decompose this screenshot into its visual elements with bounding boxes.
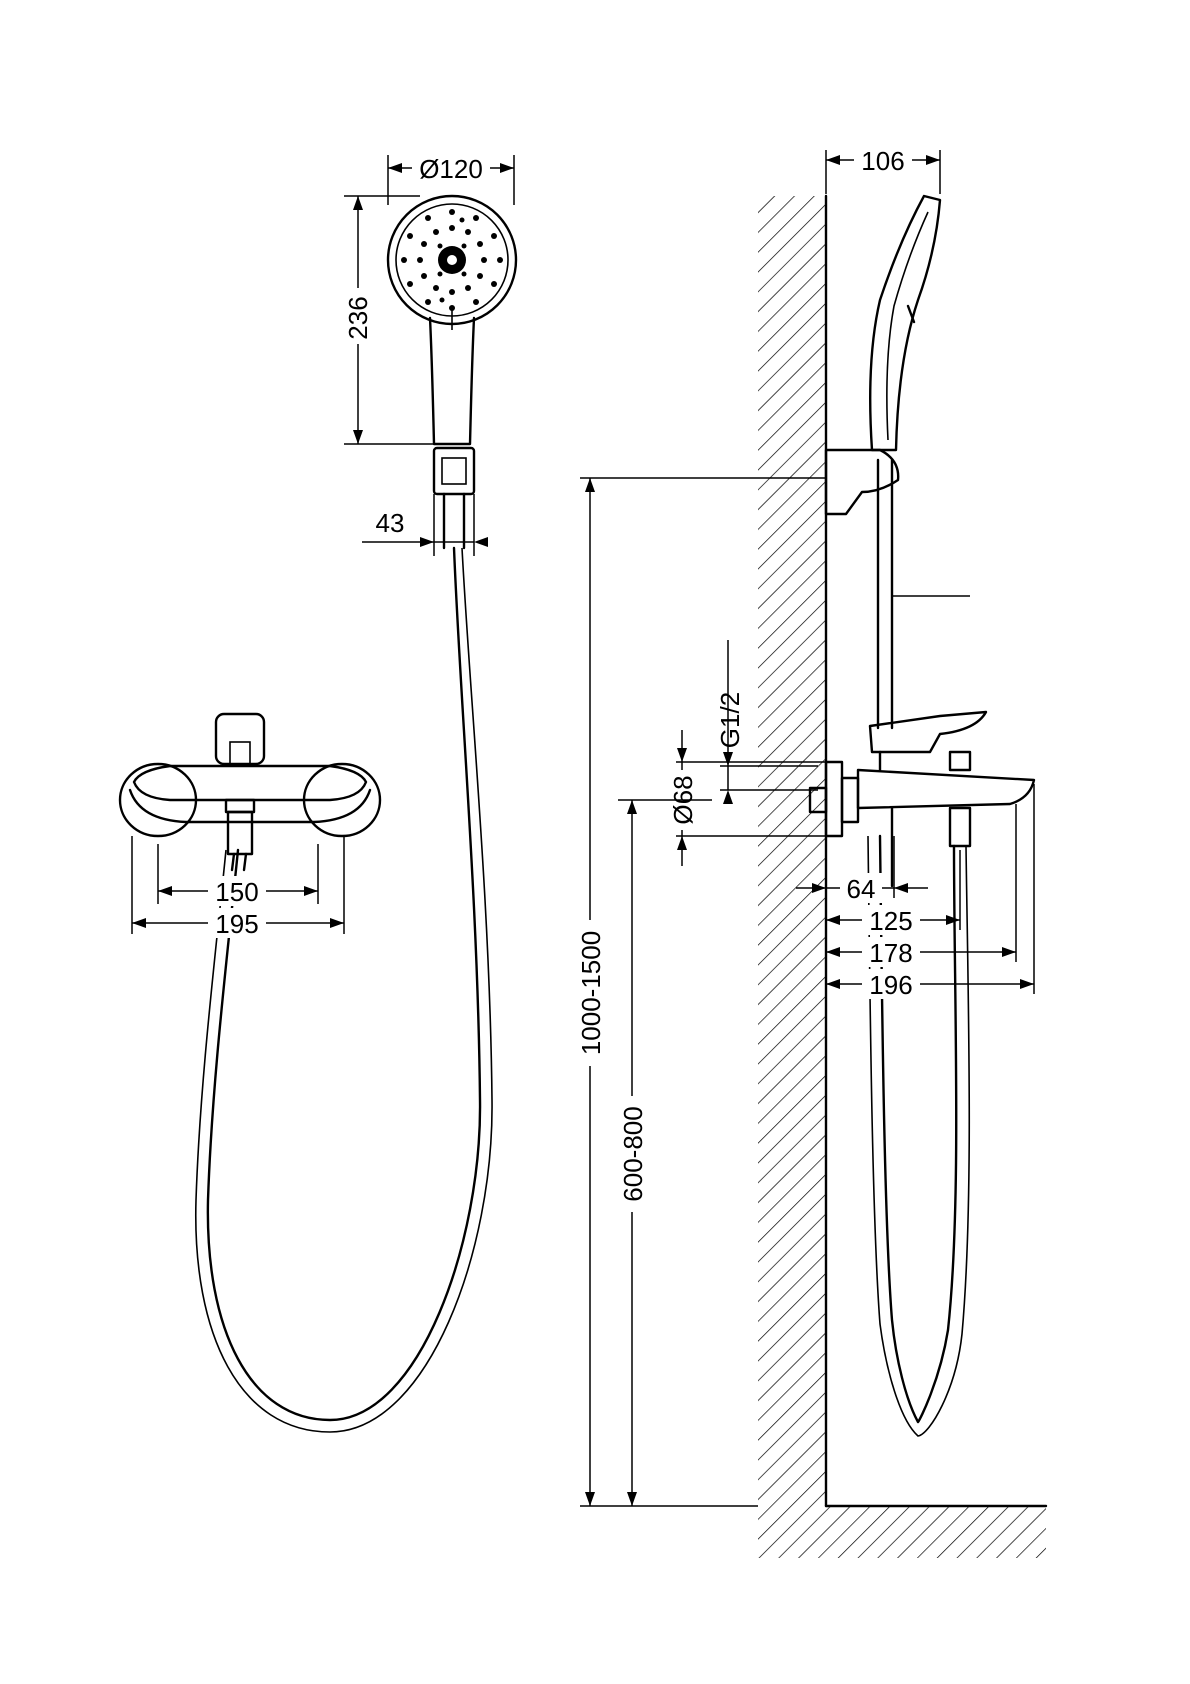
- dim-label-showerhead-diameter: Ø120: [419, 154, 483, 184]
- shower-handset-side: [869, 194, 942, 452]
- dim-inlet-centers: 150: [157, 844, 319, 907]
- mixer-side: [808, 710, 1036, 888]
- dim-label-mixer-height: 600-800: [618, 1106, 648, 1201]
- floor-section: [758, 1504, 1048, 1558]
- shower-hose-side: [878, 834, 958, 1424]
- dim-label-outlet-projection: 125: [869, 906, 912, 936]
- dim-label-holder-width: 43: [376, 508, 405, 538]
- dim-overall-projection: 196: [826, 784, 1035, 1000]
- handset-holder-front: [432, 446, 476, 550]
- shower-hose-inner: [194, 547, 493, 1433]
- dim-label-handset-projection: 106: [861, 146, 904, 176]
- sliding-rail-side: [876, 458, 970, 730]
- dim-showerhead-diameter: Ø120: [387, 150, 515, 205]
- dim-outlet-projection: 125: [826, 850, 961, 936]
- spray-nozzles: [401, 209, 503, 311]
- dim-label-spout-projection: 178: [869, 938, 912, 968]
- dim-label-thread: G1/2: [715, 692, 745, 748]
- shower-handset-front: [386, 194, 518, 446]
- wall-section: [758, 194, 828, 1508]
- dim-flange-width: 195: [131, 836, 345, 939]
- dim-spout-projection: 178: [826, 804, 1017, 968]
- dim-holder-width: 43: [362, 494, 488, 556]
- dim-label-handset-length: 236: [343, 296, 373, 339]
- shower-hose-side-inner: [867, 835, 971, 1437]
- dim-label-holder-height: 1000-1500: [576, 931, 606, 1055]
- rail-holder-side: [824, 448, 900, 516]
- dim-thread: G1/2: [715, 640, 818, 804]
- dim-holder-height: 1000-1500: [573, 477, 826, 1507]
- dim-handset-length: 236: [342, 195, 434, 445]
- shower-hose-front: [206, 546, 482, 1422]
- dim-label-overall-projection: 196: [869, 970, 912, 1000]
- mixer-front: [118, 712, 382, 872]
- dim-flange-to-body: 64: [796, 836, 928, 904]
- dim-label-inlet-centers: 150: [215, 877, 258, 907]
- dim-label-flange-to-body: 64: [847, 874, 876, 904]
- dim-mixer-height: 600-800: [615, 799, 712, 1506]
- dim-handset-projection: 106: [825, 144, 941, 194]
- dim-label-flange-width: 195: [215, 909, 258, 939]
